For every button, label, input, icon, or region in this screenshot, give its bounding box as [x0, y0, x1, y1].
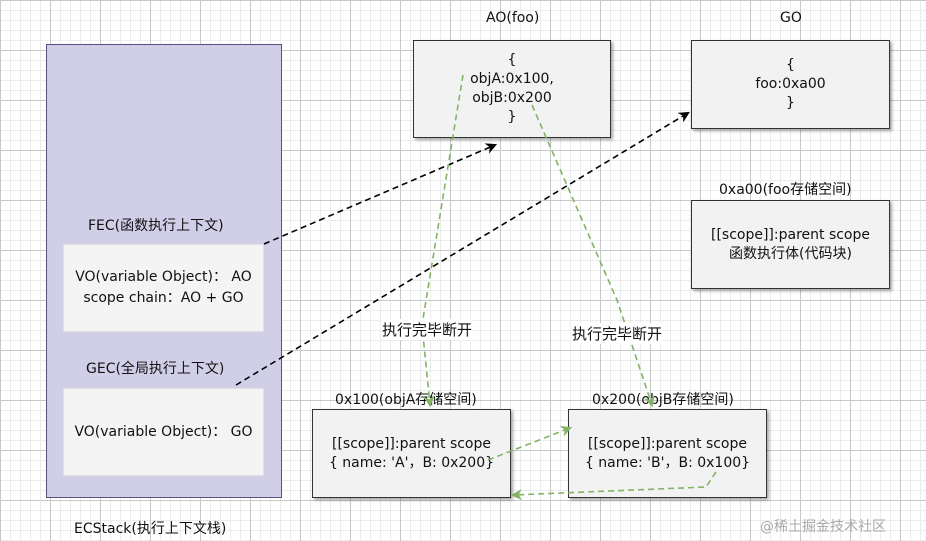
fec-scope-chain-line: scope chain：AO + GO	[83, 290, 244, 306]
break-label-a: 执行完毕断开	[381, 319, 474, 340]
gec-title: GEC(全局执行上下文)	[86, 361, 225, 377]
obj-b-box: [[scope]]:parent scope { name: 'B'，B: 0x…	[568, 409, 767, 498]
go-line: foo:0xa00	[755, 76, 826, 92]
foo-storage-box: [[scope]]:parent scope 函数执行体(代码块)	[691, 200, 890, 289]
fec-to-ao-arrow	[263, 143, 498, 245]
objb-link-arrow	[531, 104, 655, 408]
foo-storage-line: [[scope]]:parent scope	[710, 226, 871, 243]
gec-vo-line: VO(variable Object)： GO	[74, 423, 253, 440]
obja-to-objb-arrow	[487, 426, 573, 461]
obj-b-title: 0x200(objB存储空间)	[592, 392, 734, 408]
fec-box: VO(variable Object)： AO scope chain：AO +…	[63, 244, 264, 332]
ecstack-caption: ECStack(执行上下文栈)	[74, 521, 227, 537]
foo-storage-title: 0xa00(foo存储空间)	[719, 182, 852, 198]
go-box: { foo:0xa00 }	[691, 40, 890, 129]
ao-box: { objA:0x100, objB:0x200 }	[413, 40, 611, 138]
gec-to-go-arrow	[235, 111, 690, 386]
obj-a-box: [[scope]]:parent scope { name: 'A'，B: 0x…	[312, 409, 511, 498]
foo-storage-line: 函数执行体(代码块)	[729, 245, 852, 262]
fec-vo-line: VO(variable Object)： AO	[75, 269, 252, 285]
go-title: GO	[780, 10, 802, 26]
obj-a-title: 0x100(objA存储空间)	[335, 392, 477, 408]
obj-a-line: { name: 'A'，B: 0x200}	[328, 454, 495, 471]
break-label-b: 执行完毕断开	[571, 323, 664, 344]
obja-link-arrow	[421, 74, 464, 408]
watermark: @稀土掘金技术社区	[760, 519, 886, 535]
fec-title: FEC(函数执行上下文)	[88, 218, 224, 234]
ao-line: }	[507, 109, 517, 125]
obj-b-line: [[scope]]:parent scope	[587, 435, 748, 452]
go-line: }	[786, 95, 795, 111]
ao-line: {	[507, 52, 517, 68]
ao-title: AO(foo)	[486, 10, 540, 26]
ao-line: objB:0x200	[472, 90, 552, 106]
go-line: {	[786, 57, 795, 73]
obj-a-line: [[scope]]:parent scope	[331, 435, 492, 452]
objb-to-obja-arrow	[510, 471, 717, 501]
ao-line: objA:0x100,	[470, 71, 554, 87]
gec-box: VO(variable Object)： GO	[63, 388, 264, 476]
obj-b-line: { name: 'B'，B: 0x100}	[584, 454, 751, 471]
